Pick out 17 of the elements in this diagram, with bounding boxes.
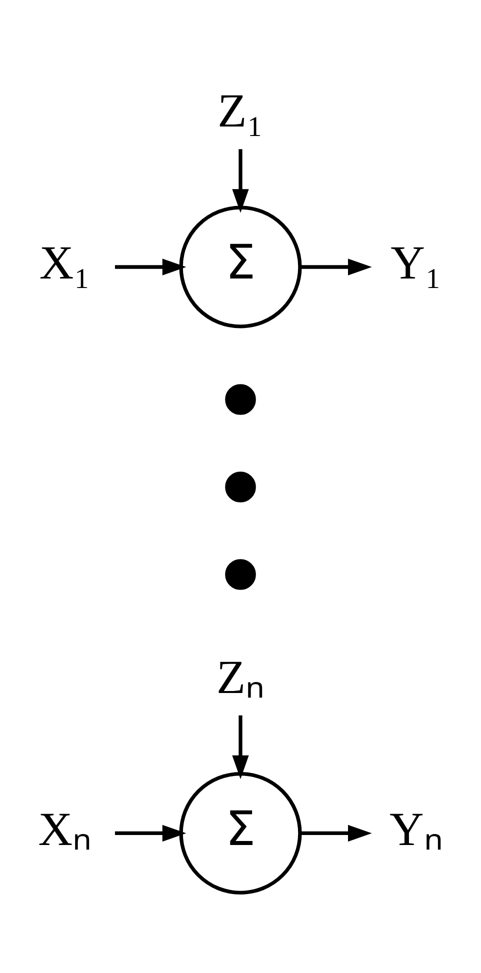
node-text: Z₁ [218, 85, 264, 138]
node-text: Yₙ [389, 803, 443, 856]
arrow [232, 714, 249, 779]
arrow [300, 824, 372, 842]
node-dot [225, 384, 256, 414]
arrow [114, 824, 186, 842]
node-circle: Σ [179, 771, 302, 894]
arrow [114, 258, 186, 275]
node-circle: Σ [179, 205, 302, 328]
node-text: Zₙ [216, 651, 265, 704]
arrow [232, 148, 249, 212]
node-text: Y₁ [390, 237, 442, 290]
node-text: Xₙ [38, 803, 92, 856]
node-text: X₁ [39, 237, 90, 290]
node-dot [225, 471, 256, 502]
node-dot [225, 558, 256, 590]
arrow [300, 258, 372, 275]
